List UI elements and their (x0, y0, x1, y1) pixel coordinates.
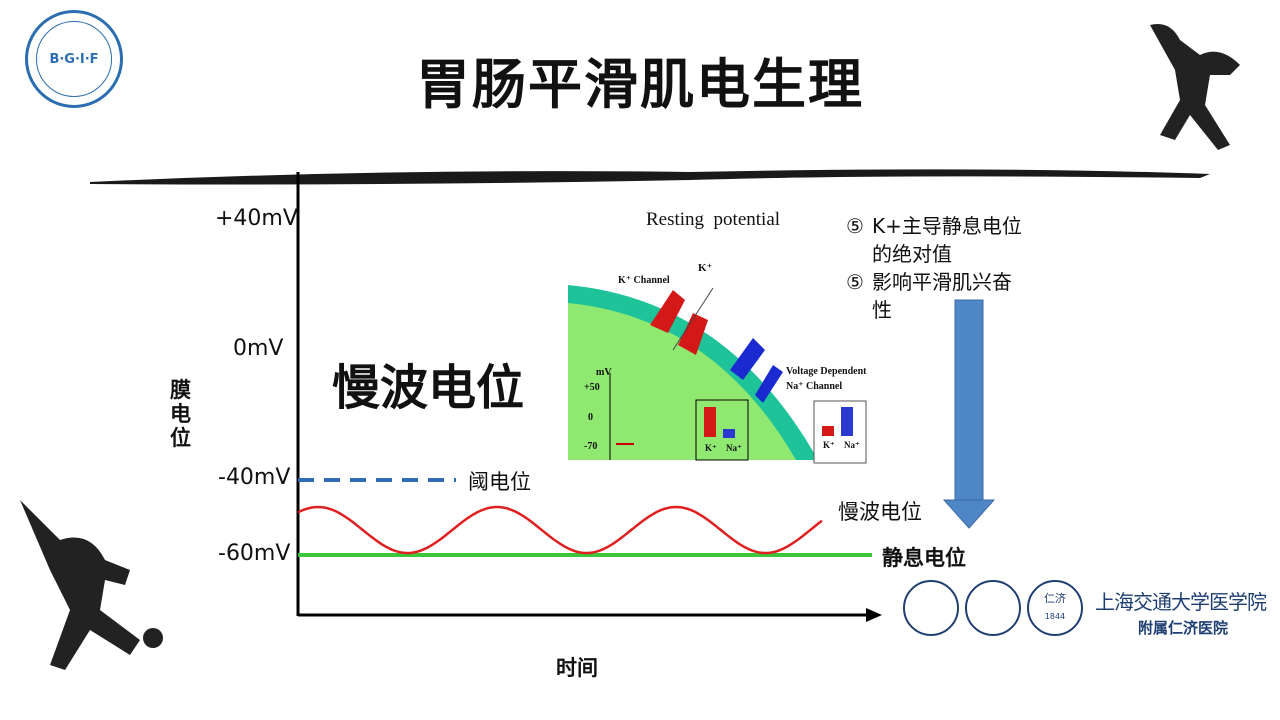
soccer-player-silhouette-icon (20, 500, 163, 670)
slow-wave-big-label: 慢波电位 (332, 360, 525, 416)
k-channel-label: K⁺ Channel (618, 275, 670, 286)
threshold-label: 阈电位 (468, 470, 531, 494)
hospital-name: 附属仁济医院 (1138, 619, 1229, 637)
medical-school-seal-icon (965, 580, 1021, 636)
tick-minus40: -40mV (218, 465, 291, 490)
tick-minus60: -60mV (218, 541, 291, 566)
seal-year: 1844 (1044, 612, 1066, 621)
bgif-logo: B·G·I·F (25, 10, 123, 108)
renji-seal-icon: 仁济 1844 (1027, 580, 1083, 636)
resting-potential-figure: Resting potential K⁺ Channel K⁺ Voltage … (568, 205, 870, 467)
inset-title: Resting potential (646, 209, 781, 230)
down-arrow (942, 299, 996, 529)
mv-label: mV (596, 367, 612, 378)
mv-tick: -70 (584, 441, 598, 452)
k-ion-label: K⁺ (698, 262, 713, 274)
na-channel-label-1: Voltage Dependent (786, 366, 867, 377)
sjtu-seal-icon (903, 580, 959, 636)
school-name: 上海交通大学医学院 (1095, 590, 1267, 614)
bar-label-na: Na⁺ (726, 443, 742, 453)
y-axis-label: 膜电位 (170, 378, 191, 450)
brush-stroke-divider (90, 169, 1210, 185)
university-logos: 仁济 1844 (903, 580, 1083, 636)
slow-wave-label: 慢波电位 (838, 500, 922, 524)
bar-label-k: K⁺ (705, 443, 717, 453)
slow-wave-curve (297, 505, 823, 555)
x-axis-label: 时间 (556, 656, 598, 680)
tick-plus40: +40mV (215, 206, 298, 231)
bar-label-k: K⁺ (823, 440, 835, 450)
seal-text: 仁济 (1044, 592, 1066, 605)
bar-label-na: Na⁺ (844, 440, 860, 450)
resting-label: 静息电位 (882, 546, 966, 570)
runner-silhouette-icon (1150, 24, 1240, 150)
mv-tick: +50 (584, 382, 600, 393)
na-channel-label-2: Na⁺ Channel (786, 381, 843, 392)
tick-0: 0mV (233, 336, 284, 361)
page-title: 胃肠平滑肌电生理 (416, 53, 864, 116)
mv-tick: 0 (588, 412, 593, 423)
